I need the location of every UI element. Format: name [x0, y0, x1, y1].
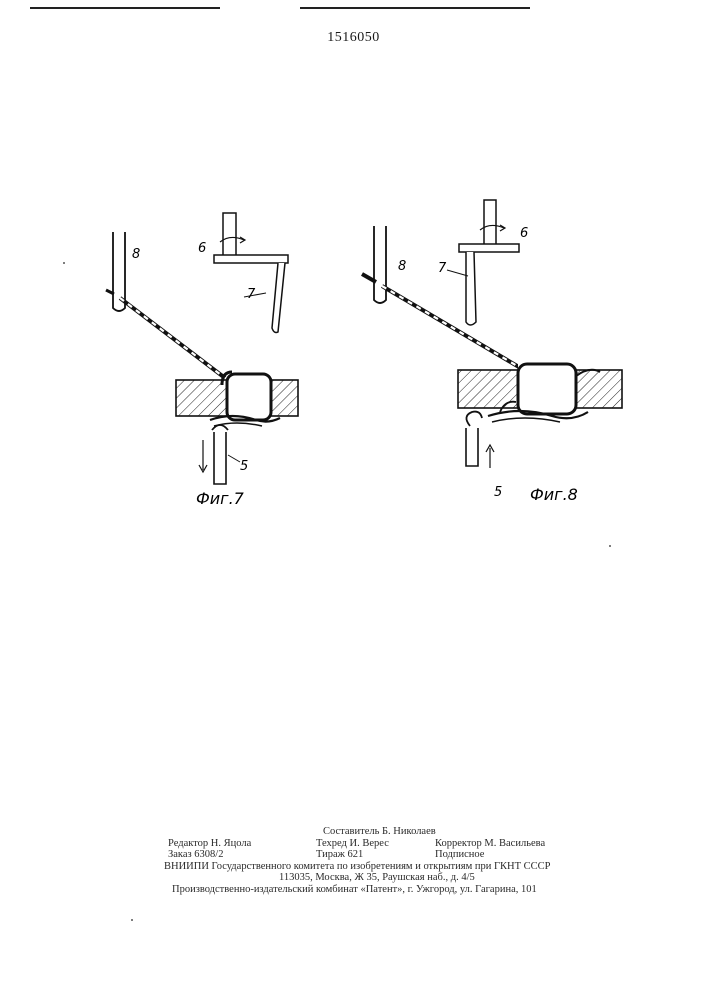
fig8-label-7: 7 [438, 261, 447, 276]
colophon: Составитель Б. Николаев Редактор Н. Яцол… [0, 826, 707, 895]
circulation-text: Тираж 621 [316, 849, 363, 861]
stray-dot [63, 262, 65, 264]
fig7-needle-5 [199, 425, 240, 484]
fig7-fabric [176, 372, 298, 426]
fig7-label-8: 8 [132, 247, 140, 262]
fig7-label-7: 7 [247, 287, 256, 302]
colophon-row-staff: Редактор Н. Яцола Техред И. Верес Коррек… [0, 838, 707, 850]
fig7-thread [120, 298, 225, 378]
fig7-hook-6-7 [214, 213, 288, 333]
order-text: Заказ 6308/2 [168, 849, 223, 861]
colophon-row-printer: Производственно-издательский комбинат «П… [0, 884, 707, 896]
colophon-row-compiler: Составитель Б. Николаев [0, 826, 707, 838]
fig7-label-6: 6 [198, 241, 206, 256]
address-text: 113035, Москва, Ж 35, Раушская наб., д. … [279, 872, 475, 884]
fig8-hook-6-7 [447, 200, 519, 325]
techred-text: Техред И. Верес [316, 838, 389, 850]
fig8-thread [382, 286, 524, 370]
subscription-text: Подписное [435, 849, 484, 861]
figure-8: 8 6 7 5 Фиг.8 [362, 200, 622, 504]
fig8-label-8: 8 [398, 259, 406, 274]
corrector-text: Корректор М. Васильева [435, 838, 545, 850]
institute-text: ВНИИПИ Государственного комитета по изоб… [164, 861, 551, 873]
colophon-row-order: Заказ 6308/2 Тираж 621 Подписное [0, 849, 707, 861]
figure-7: 8 6 7 5 Фиг.7 [106, 213, 298, 508]
fig8-label-5: 5 [494, 485, 502, 500]
fig8-needle-5 [466, 412, 494, 468]
fig7-label-5: 5 [240, 459, 248, 474]
fig8-label-6: 6 [520, 226, 528, 241]
fig8-fabric [458, 364, 622, 422]
colophon-row-institute: ВНИИПИ Государственного комитета по изоб… [0, 861, 707, 873]
figures-drawing: 8 6 7 5 Фиг.7 [0, 0, 707, 560]
stray-dot [131, 919, 133, 921]
fig8-caption: Фиг.8 [530, 485, 578, 504]
printer-text: Производственно-издательский комбинат «П… [172, 884, 537, 896]
stray-dot [609, 545, 611, 547]
fig8-needle-8 [362, 226, 386, 303]
compiler-text: Составитель Б. Николаев [323, 826, 436, 838]
editor-text: Редактор Н. Яцола [168, 838, 251, 850]
colophon-row-address: 113035, Москва, Ж 35, Раушская наб., д. … [0, 872, 707, 884]
fig7-caption: Фиг.7 [196, 489, 245, 508]
